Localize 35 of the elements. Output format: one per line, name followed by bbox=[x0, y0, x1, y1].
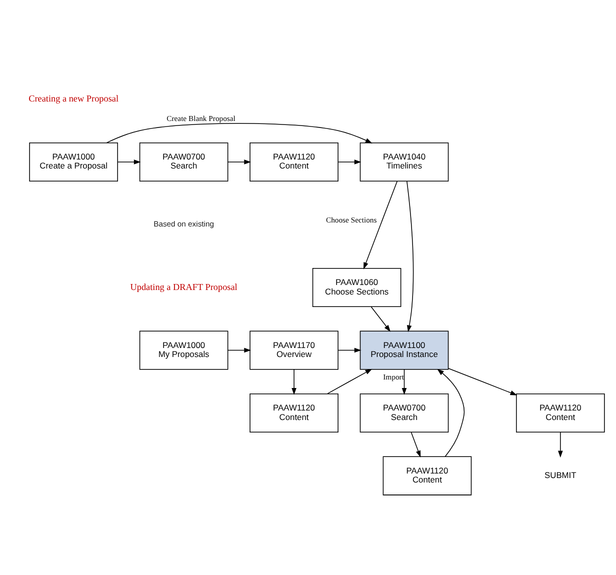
arrow bbox=[437, 368, 465, 457]
edge-label: Choose Sections bbox=[326, 216, 377, 225]
node-box: PAAW1060 Choose Sections bbox=[312, 268, 402, 308]
arrow bbox=[228, 348, 252, 353]
node-box: PAAW1170 Overview bbox=[250, 330, 338, 370]
arrow bbox=[117, 160, 141, 164]
label: Updating a DRAFT Proposal bbox=[130, 282, 238, 292]
arrow bbox=[410, 432, 421, 458]
arrow bbox=[292, 369, 296, 395]
edge-label: Create Blank Proposal bbox=[166, 114, 236, 124]
arrow bbox=[338, 348, 362, 353]
node-box: PAAW1120 Content bbox=[250, 394, 338, 433]
label: Creating a new Proposal bbox=[28, 94, 119, 104]
label: Based on existing bbox=[154, 220, 214, 229]
node-box: PAAW1000 My Proposals bbox=[139, 330, 228, 370]
arrow bbox=[327, 368, 372, 394]
arrow bbox=[402, 369, 407, 395]
node-box: PAAW1120 Content bbox=[382, 456, 472, 496]
node-box: PAAW1000 Create a Proposal bbox=[29, 142, 118, 182]
node-box: PAAW0700 Search bbox=[360, 394, 449, 433]
arrow bbox=[338, 160, 362, 164]
arrow bbox=[370, 306, 391, 332]
arrow bbox=[406, 180, 414, 332]
arrow bbox=[363, 180, 398, 270]
node-box: PAAW1100 Proposal Instance bbox=[360, 330, 449, 370]
node-box: PAAW1040 Timelines bbox=[360, 142, 449, 182]
arrow bbox=[448, 368, 518, 396]
edge-label: Import bbox=[383, 372, 404, 382]
node-text: SUBMIT bbox=[544, 470, 576, 480]
node-box: PAAW1120 Content bbox=[250, 142, 338, 182]
arrow bbox=[228, 160, 252, 164]
node-box: PAAW0700 Search bbox=[139, 142, 228, 182]
node-box: PAAW1120 Content bbox=[516, 394, 605, 433]
arrow bbox=[558, 432, 563, 458]
arrow bbox=[106, 122, 372, 144]
